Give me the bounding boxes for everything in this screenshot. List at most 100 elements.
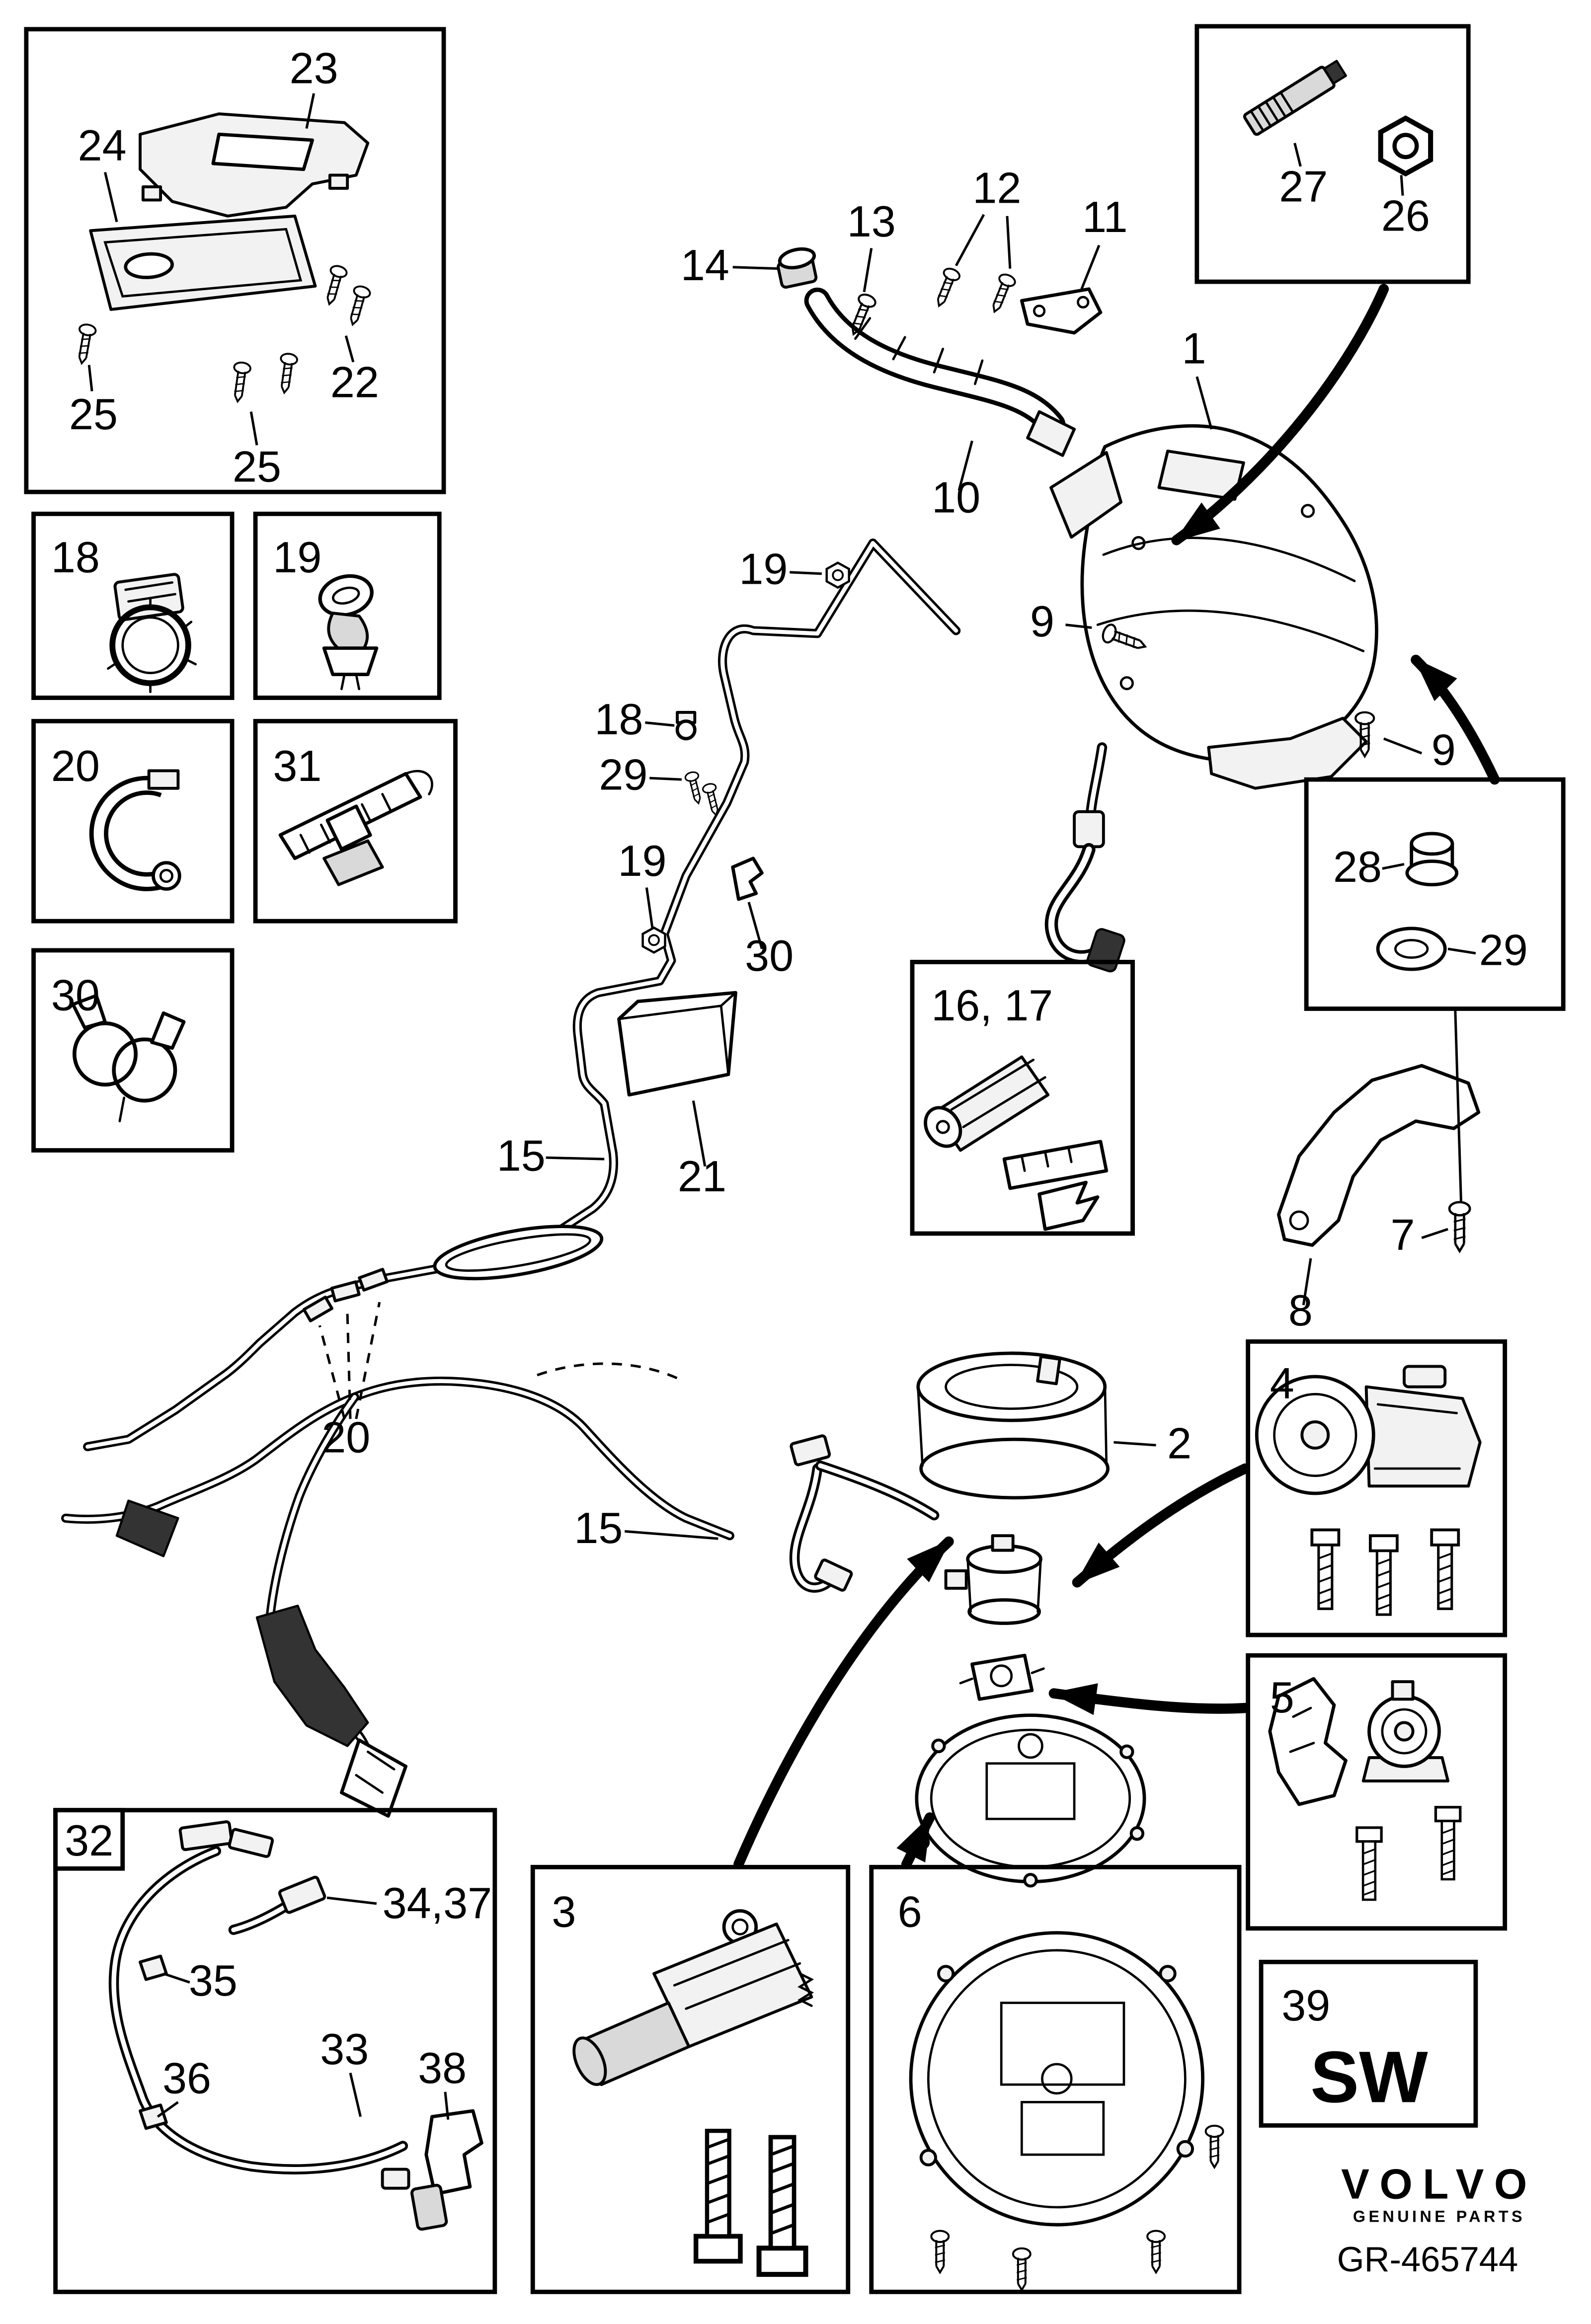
part-1-heater-unit	[1044, 424, 1378, 973]
part-27-pin	[1243, 60, 1347, 136]
part-16-17-sensor	[924, 1055, 1109, 1231]
inset-box-31	[253, 719, 458, 924]
leader-20-dash-a	[355, 1302, 381, 1419]
callout-35: 35	[189, 1956, 238, 2005]
leader-30-a	[747, 902, 763, 949]
part-36-clamp	[139, 2103, 168, 2130]
callout-19-b: 19	[618, 836, 667, 885]
leader-34-37	[326, 1896, 377, 1905]
callout-26: 26	[1381, 191, 1430, 240]
leader-26	[1400, 175, 1404, 196]
callout-19-a: 19	[739, 544, 788, 593]
part-small-valve	[959, 1653, 1045, 1701]
part-21-foam-block	[617, 991, 737, 1097]
leader-box2829-to-7	[1454, 1010, 1463, 1203]
part-7-screw	[1449, 1202, 1470, 1251]
leader-25-a	[87, 365, 93, 391]
part-12-screw-b	[986, 271, 1018, 316]
leader-10	[957, 440, 973, 491]
part-24-lamp-unit	[89, 214, 317, 311]
part-18-clip-small	[675, 711, 697, 741]
part-25-screw-c	[275, 352, 299, 395]
part-26-nut	[1381, 118, 1431, 174]
leader-23	[305, 93, 316, 129]
part-25-screw-a	[73, 322, 98, 366]
inset-box-5	[1246, 1653, 1508, 1931]
callout-18-a: 18	[595, 695, 643, 744]
label-box-6: 6	[898, 1887, 922, 1937]
pipe-15-upper	[83, 538, 961, 1452]
inset-box-6	[869, 1864, 1242, 2294]
part-28-grommet	[1405, 832, 1459, 887]
part-25-screw-b	[228, 360, 252, 404]
inset-box-20	[31, 719, 235, 924]
leader-13	[863, 248, 873, 293]
label-box-30: 30	[51, 970, 100, 1019]
genuine-parts-text: GENUINE PARTS	[1353, 2207, 1525, 2225]
label-box-5: 5	[1270, 1673, 1294, 1722]
rubber-elbow	[255, 1605, 369, 1747]
leader-35	[163, 1972, 190, 1984]
part-38-switch	[381, 2109, 483, 2231]
inset-box-16-17	[910, 960, 1135, 1236]
leader-20-dash-c	[318, 1325, 346, 1419]
leader-12-a	[955, 214, 985, 266]
leader-18-a	[645, 721, 675, 727]
callout-15-a: 15	[497, 1131, 546, 1180]
leader-22	[344, 335, 355, 363]
callout-10: 10	[932, 472, 980, 522]
label-box-16-17: 16, 17	[931, 981, 1053, 1030]
callout-29-box: 29	[1479, 925, 1528, 974]
leader-15-b	[625, 1530, 718, 1540]
inset-box-39	[1259, 1959, 1478, 2128]
inset-box-19	[253, 511, 442, 700]
callout-36: 36	[162, 2054, 211, 2103]
part-11-bracket	[1020, 287, 1103, 335]
leader-14	[732, 266, 778, 270]
arrow-box3-to-pump	[733, 1536, 954, 1869]
leader-29-a	[649, 776, 682, 781]
callout-11: 11	[1082, 192, 1127, 241]
label-box-31: 31	[273, 741, 321, 790]
label-box-32: 32	[65, 1816, 113, 1865]
callout-23: 23	[290, 43, 338, 92]
leader-1	[1195, 376, 1213, 430]
callout-9-a: 9	[1030, 597, 1054, 646]
pipe-clamps-20	[302, 1268, 389, 1322]
part-10-hose	[804, 287, 1076, 457]
callout-28: 28	[1333, 842, 1382, 891]
callout-15-b: 15	[574, 1503, 623, 1552]
leader-9-b	[1383, 737, 1423, 755]
callout-25-b: 25	[233, 442, 281, 491]
hose-stub	[340, 1738, 408, 1818]
arrow-box5-to-valve	[1048, 1683, 1251, 1715]
part-6-cover	[909, 1931, 1224, 2291]
leader-19-b	[645, 887, 654, 929]
callout-25-a: 25	[69, 389, 118, 439]
callout-12: 12	[972, 163, 1021, 212]
part-35-clamp	[139, 1954, 168, 1981]
volvo-logo-text: VOLVO	[1341, 2161, 1537, 2208]
label-box-3: 3	[552, 1887, 576, 1937]
leader-27	[1293, 143, 1302, 167]
part-20-clip	[89, 769, 181, 891]
inset-box-32	[53, 1808, 497, 2294]
leader-7	[1421, 1228, 1448, 1239]
part-12-screw-a	[930, 265, 962, 310]
part-cover-plate	[915, 1713, 1146, 1888]
arrow-box6-to-cover	[896, 1812, 935, 1869]
leader-21	[692, 1100, 707, 1167]
label-box-18: 18	[51, 533, 100, 582]
callout-9-b: 9	[1432, 725, 1456, 775]
callout-8: 8	[1288, 1286, 1313, 1335]
part-22-screw-b	[344, 284, 373, 328]
leader-9-a	[1065, 623, 1092, 629]
label-box-39: 39	[1281, 1981, 1330, 2030]
leader-28	[1382, 863, 1405, 870]
part-3-valve	[572, 1909, 814, 2274]
callout-29-a: 29	[599, 750, 647, 799]
leader-36	[157, 2101, 179, 2118]
leader-11	[1080, 244, 1101, 290]
